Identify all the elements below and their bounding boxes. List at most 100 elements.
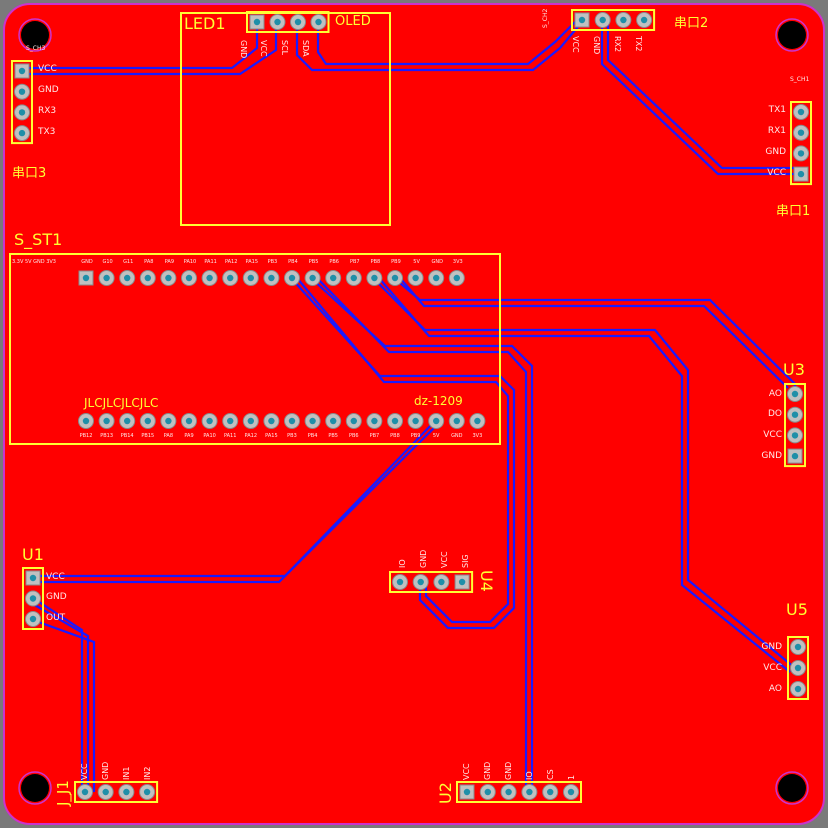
sst1-top-pad	[407, 270, 424, 286]
port3-pad	[14, 83, 30, 100]
sst1-bottom-pad	[345, 413, 362, 429]
port1-small: S_CH1	[790, 76, 810, 83]
jj1-pin-label: IN1	[122, 766, 131, 780]
port2-outline	[571, 9, 656, 31]
port2-ref: 串口2	[674, 16, 709, 31]
u2-pin-label: GND	[483, 761, 492, 780]
led1-ref: LED1	[184, 14, 226, 33]
sst1-top-pad	[345, 270, 362, 286]
led1-pin-label: SCL	[280, 40, 289, 56]
sst1-outline	[9, 253, 501, 445]
sst1-bottom-pin-label: PA12	[244, 433, 258, 439]
sst1-bottom-pin-label: 3V3	[472, 433, 483, 439]
u4-pin-label: SIG	[461, 554, 470, 568]
u2-pin-label: GND	[504, 761, 513, 780]
u2-pad	[479, 784, 496, 800]
u3-outline	[784, 383, 806, 468]
led1-pad	[310, 14, 327, 30]
port1-pin-label: TX1	[768, 105, 786, 115]
sst1-bottom-pin-label: 5V	[432, 433, 440, 439]
u2-pad	[563, 784, 579, 800]
sst1-bottom-pad	[304, 413, 321, 429]
port3-pad	[14, 125, 30, 142]
sst1-top-pin-label: PB8	[370, 259, 381, 265]
sst1-bottom-pad	[366, 413, 383, 429]
port1-pad	[793, 124, 809, 141]
port3-pad	[14, 104, 30, 121]
sst1-top-pad	[304, 270, 321, 286]
u2-pin-label: IO	[525, 771, 534, 780]
sst1-bottom-pad	[407, 413, 424, 429]
u3-ref: U3	[783, 360, 805, 379]
sst1-bottom-pad	[98, 413, 115, 429]
sst1-bottom-pad	[160, 413, 177, 429]
sst1-bottom-pin-label: PB14	[120, 433, 134, 439]
port2-pad	[636, 12, 653, 28]
port1-pin-label: RX1	[767, 126, 786, 136]
sst1-top-header: 3.3V 5V GND 3V3	[12, 259, 56, 265]
led1-pin-label: GND	[239, 40, 248, 59]
sst1-bottom-pad	[78, 413, 94, 429]
sst1-top-pin-label: GND	[431, 259, 443, 265]
sst1-bottom-pin-label: PB6	[348, 433, 359, 439]
sst1-top-pad	[78, 270, 94, 286]
sst1-top-pin-label: PB5	[308, 259, 319, 265]
port1-outline	[790, 101, 812, 186]
u3-pin-label: DO	[767, 409, 782, 419]
sst1-top-pin-label: PB9	[391, 259, 401, 265]
sst1-value: dz-1209	[414, 394, 463, 408]
port1-pin-label: VCC	[767, 168, 786, 178]
jj1-ref: J_J1	[54, 780, 72, 806]
led1-outline	[246, 11, 330, 33]
port3-ref: 串口3	[12, 166, 47, 181]
port2-small: S_CH2	[542, 8, 549, 28]
sst1-top-pin-label: PA9	[164, 259, 175, 265]
u5-pad	[790, 660, 806, 676]
u4-pin-label: GND	[419, 549, 428, 568]
u5-pin-label: GND	[761, 642, 782, 652]
sst1-bottom-pad	[242, 413, 259, 429]
u1-pad	[25, 590, 41, 607]
u4-pad	[412, 574, 429, 590]
u1-ref: U1	[22, 545, 44, 564]
u1-pad	[25, 570, 41, 586]
sst1-bottom-pin-label: PB12	[79, 433, 93, 439]
port2-pin-label: RX2	[613, 36, 622, 53]
sst1-bottom-pad	[428, 413, 445, 429]
led1-pin-label: SDA	[301, 40, 310, 57]
u3-pin-label: GND	[761, 451, 782, 461]
sst1-bottom-pad	[448, 413, 465, 429]
jj1-outline	[74, 781, 159, 803]
sst1-top-pad	[325, 270, 342, 286]
sst1-bottom-pad	[387, 413, 403, 429]
sst1-top-pad	[181, 270, 197, 286]
sst1-bottom-pin-label: PA11	[223, 433, 237, 439]
led1-pad	[290, 14, 306, 30]
jj1-pin-label: VCC	[80, 763, 89, 780]
sst1-bottom-pad	[181, 413, 197, 429]
port3-small: S_CH3	[26, 45, 46, 52]
port2-pin-label: TX2	[634, 36, 643, 52]
u4-pad	[392, 574, 408, 590]
u3-pin-label: AO	[768, 389, 782, 399]
u3-pad	[787, 386, 803, 402]
u2-outline	[456, 781, 582, 803]
pads	[11, 9, 812, 803]
port1-pad	[793, 145, 809, 162]
sst1-ref: S_ST1	[14, 230, 63, 249]
u2-pin-label: 1	[567, 774, 576, 780]
led1-pin-label: VCC	[259, 40, 268, 57]
led1-pad	[249, 14, 265, 30]
u2-pin-label: VCC	[462, 763, 471, 780]
sst1-bottom-pad	[139, 413, 156, 429]
port3-outline	[11, 60, 33, 145]
u1-pin-label: GND	[46, 592, 67, 602]
u4-pad	[433, 574, 450, 590]
sst1-bottom-pin-label: PA8	[163, 433, 174, 439]
port1-pin-label: GND	[765, 147, 786, 157]
sst1-bottom-pin-label: PA15	[265, 433, 278, 439]
port3-pin-label: RX3	[38, 106, 57, 116]
sst1-bottom-pin-label: PA9	[184, 433, 194, 439]
u3-pin-label: VCC	[763, 430, 782, 440]
sst1-top-pad	[201, 270, 218, 286]
